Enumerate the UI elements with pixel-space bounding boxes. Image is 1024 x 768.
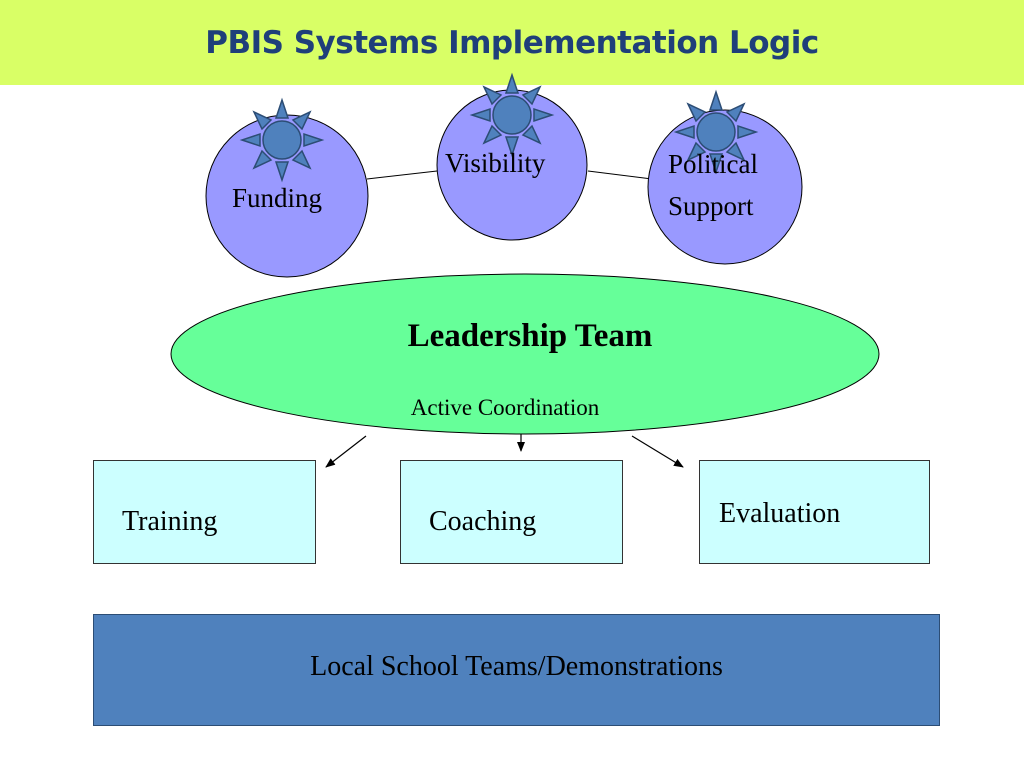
training-label: Training <box>122 506 218 537</box>
support-label: Support <box>668 191 754 221</box>
connector-line-right <box>587 170 653 180</box>
political-support-circle <box>647 109 803 265</box>
training-box: Training <box>93 460 316 564</box>
funding-label: Funding <box>232 183 323 213</box>
political-label: Political <box>668 149 758 179</box>
visibility-label: Visibility <box>445 148 546 178</box>
sun-icon <box>241 99 323 181</box>
evaluation-label: Evaluation <box>719 498 841 529</box>
active-coordination-label: Active Coordination <box>410 395 600 420</box>
local-school-teams-label: Local School Teams/Demonstrations <box>310 651 723 682</box>
connector-line-left <box>366 170 438 180</box>
local-school-teams-bar: Local School Teams/Demonstrations <box>93 614 940 726</box>
leadership-team-title: Leadership Team <box>407 318 653 354</box>
arrow-to-training <box>325 435 367 468</box>
title-bar: PBIS Systems Implementation Logic <box>0 0 1024 85</box>
coaching-label: Coaching <box>429 506 537 537</box>
sun-icon <box>471 74 553 156</box>
coaching-box: Coaching <box>400 460 623 564</box>
page-title: PBIS Systems Implementation Logic <box>205 24 819 61</box>
leadership-ellipse <box>170 273 880 435</box>
arrow-to-evaluation <box>631 435 684 468</box>
evaluation-box: Evaluation <box>699 460 930 564</box>
